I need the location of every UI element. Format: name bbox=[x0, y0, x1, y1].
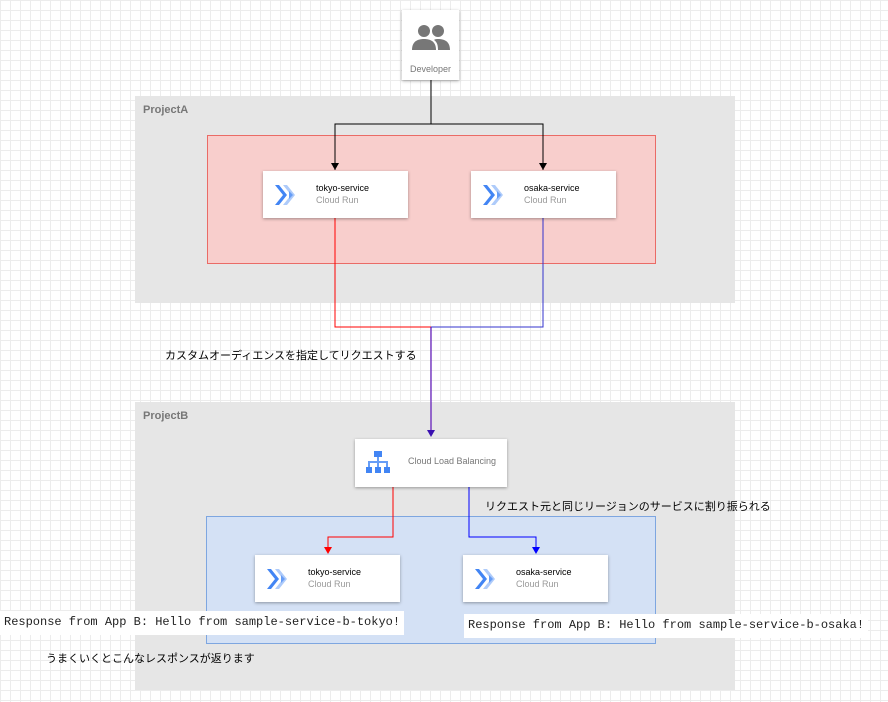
developer-arrow-head bbox=[331, 163, 339, 170]
tokyo-response-box: Response from App B: Hello from sample-s… bbox=[0, 611, 404, 635]
merged-arrow-head bbox=[427, 430, 435, 437]
tokyo-request-line bbox=[334, 218, 431, 328]
service-type: Cloud Run bbox=[516, 579, 559, 589]
service-type: Cloud Run bbox=[524, 195, 567, 205]
cloud-run-icon bbox=[475, 569, 495, 589]
developer-node: Developer bbox=[402, 10, 459, 80]
project-b-tokyo-service[interactable]: tokyo-service Cloud Run bbox=[255, 555, 400, 602]
service-name: osaka-service bbox=[516, 567, 572, 577]
load-balancer-label: Cloud Load Balancing bbox=[408, 456, 497, 466]
audience-note: カスタムオーディエンスを指定してリクエストする bbox=[165, 350, 417, 362]
project-b-osaka-service[interactable]: osaka-service Cloud Run bbox=[463, 555, 608, 602]
routing-note: リクエスト元と同じリージョンのサービスに割り振られる bbox=[485, 501, 771, 513]
service-name: tokyo-service bbox=[316, 183, 370, 193]
people-icon bbox=[412, 25, 450, 50]
developer-label: Developer bbox=[409, 64, 452, 74]
cloud-run-icon bbox=[275, 185, 295, 205]
lb-to-tokyo-head bbox=[324, 547, 332, 554]
project-a-tokyo-service[interactable]: tokyo-service Cloud Run bbox=[263, 171, 408, 218]
project-a-osaka-service[interactable]: osaka-service Cloud Run bbox=[471, 171, 616, 218]
developer-arrow-head bbox=[539, 163, 547, 170]
developer-arrow-line bbox=[431, 123, 544, 170]
service-name: tokyo-service bbox=[308, 567, 362, 577]
cloud-run-icon bbox=[483, 185, 503, 205]
service-name: osaka-service bbox=[524, 183, 580, 193]
osaka-response-box: Response from App B: Hello from sample-s… bbox=[464, 614, 868, 638]
developer-arrow-line bbox=[334, 80, 432, 170]
load-balancer-node[interactable]: Cloud Load Balancing bbox=[355, 439, 507, 487]
lb-to-osaka-head bbox=[532, 547, 540, 554]
project-a-label: ProjectA bbox=[143, 104, 189, 116]
lb-to-osaka-line bbox=[468, 487, 537, 548]
osaka-request-line bbox=[431, 218, 544, 328]
service-type: Cloud Run bbox=[308, 579, 351, 589]
load-balancer-icon bbox=[366, 451, 390, 473]
lb-to-tokyo-line bbox=[327, 487, 394, 548]
service-type: Cloud Run bbox=[316, 195, 359, 205]
project-b-label: ProjectB bbox=[143, 410, 189, 422]
cloud-run-icon bbox=[267, 569, 287, 589]
response-note: うまくいくとこんなレスポンスが返ります bbox=[46, 653, 255, 665]
